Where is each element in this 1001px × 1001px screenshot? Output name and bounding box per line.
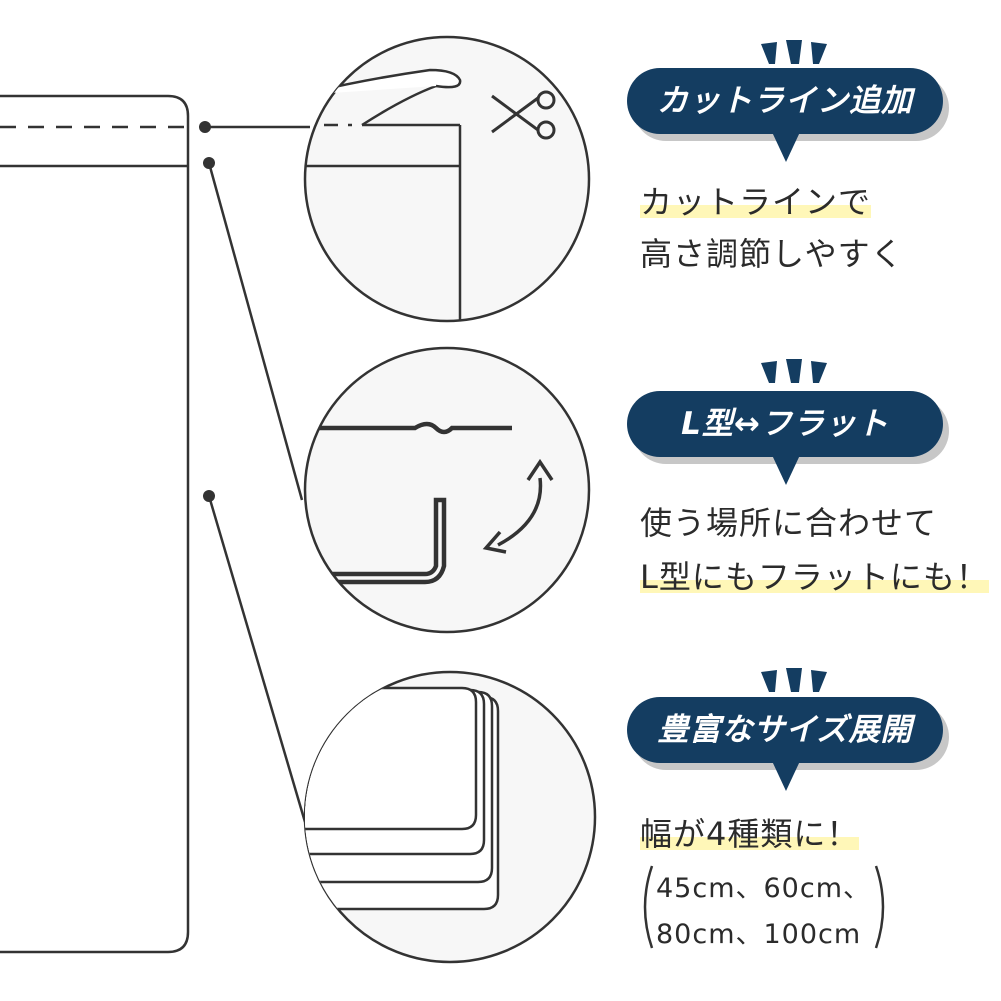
size-line: 80cm、100cm — [656, 919, 862, 950]
badge-lshape-flat: L型↔フラット — [627, 391, 949, 464]
description-line: 幅が4種類に！ — [640, 815, 860, 853]
badge-cutline: カットライン追加 — [627, 68, 949, 141]
description-line: カットラインで — [640, 183, 872, 221]
rotate-arrow-icon — [482, 458, 554, 554]
bracket-left-icon — [643, 865, 654, 949]
emphasis-rays-icon — [761, 668, 827, 692]
magnify-circle-lshape — [303, 346, 591, 634]
bracket-right-icon — [874, 865, 885, 949]
product-outline — [0, 94, 190, 954]
description-line: L型にもフラットにも！ — [640, 558, 989, 596]
connector-line-2 — [207, 162, 304, 501]
description-line: 高さ調節しやすく — [640, 235, 904, 273]
scissors-icon — [491, 90, 556, 140]
badge-sizes: 豊富なサイズ展開 — [627, 697, 949, 770]
feature-description: 幅が4種類に！ — [640, 808, 860, 860]
size-line: 45cm、60cm、 — [656, 873, 872, 904]
connector-line-3 — [207, 495, 307, 823]
description-line: 使う場所に合わせて — [640, 504, 938, 542]
feature-description: 使う場所に合わせて L型にもフラットにも！ — [640, 496, 989, 604]
feature-description: カットラインで 高さ調節しやすく — [640, 176, 904, 280]
badge-pointer — [772, 761, 800, 791]
emphasis-rays-icon — [761, 40, 827, 64]
badge-pointer — [772, 132, 800, 162]
size-list: 45cm、60cm、 80cm、100cm — [656, 866, 871, 958]
badge-label: L型↔フラット — [681, 406, 889, 442]
badge-label: 豊富なサイズ展開 — [657, 712, 913, 748]
magnify-circle-cutline — [303, 35, 591, 323]
badge-pointer — [772, 455, 800, 485]
badge-label: カットライン追加 — [657, 83, 913, 119]
emphasis-rays-icon — [761, 359, 827, 383]
